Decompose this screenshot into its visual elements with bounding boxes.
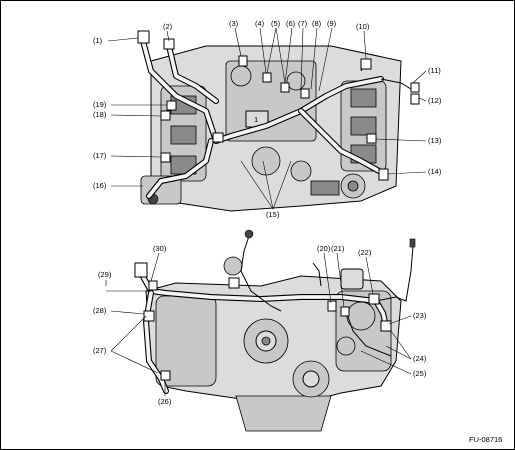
callout-23: (23) — [413, 311, 427, 320]
callout-15: (15) — [266, 210, 280, 219]
callout-30: (30) — [153, 244, 167, 253]
callout-9: (9) — [327, 19, 337, 28]
callout-10: (10) — [356, 22, 370, 31]
callout-7: (7) — [298, 19, 308, 28]
callout-21: (21) — [331, 244, 345, 253]
callout-14: (14) — [428, 167, 442, 176]
callout-5: (5) — [271, 19, 281, 28]
connector-2 — [163, 38, 175, 50]
bottom-engine-view — [134, 229, 416, 432]
callout-17: (17) — [93, 151, 107, 160]
bottom-leader-lines — [105, 252, 412, 396]
callout-24: (24) — [413, 354, 427, 363]
callout-13: (13) — [428, 136, 442, 145]
callout-27: (27) — [93, 346, 107, 355]
figure-code: FU-08716 — [469, 435, 502, 444]
callout-2: (2) — [163, 22, 173, 31]
callout-19: (19) — [93, 100, 107, 109]
callout-29: (29) — [98, 270, 112, 279]
callout-3: (3) — [229, 19, 239, 28]
top-leader-lines — [107, 27, 427, 210]
callout-28: (28) — [93, 306, 107, 315]
callout-18: (18) — [93, 110, 107, 119]
callout-11: (11) — [428, 66, 441, 75]
callout-4: (4) — [255, 19, 265, 28]
callout-labels: (1) (2) (3) (4) (5) (6) (7) (8) (9) (10)… — [93, 19, 442, 406]
callout-20: (20) — [317, 244, 331, 253]
callout-22: (22) — [358, 248, 372, 257]
callout-6: (6) — [286, 19, 296, 28]
callout-26: (26) — [158, 397, 172, 406]
callout-12: (12) — [428, 96, 442, 105]
callout-25: (25) — [413, 369, 427, 378]
connector-29 — [134, 262, 148, 278]
connector-1 — [137, 30, 150, 44]
callout-8: (8) — [312, 19, 322, 28]
top-engine-view: 1 — [137, 30, 420, 212]
label-plate-mark: 1 — [254, 115, 258, 124]
callout-1: (1) — [93, 36, 103, 45]
callout-16: (16) — [93, 181, 107, 190]
